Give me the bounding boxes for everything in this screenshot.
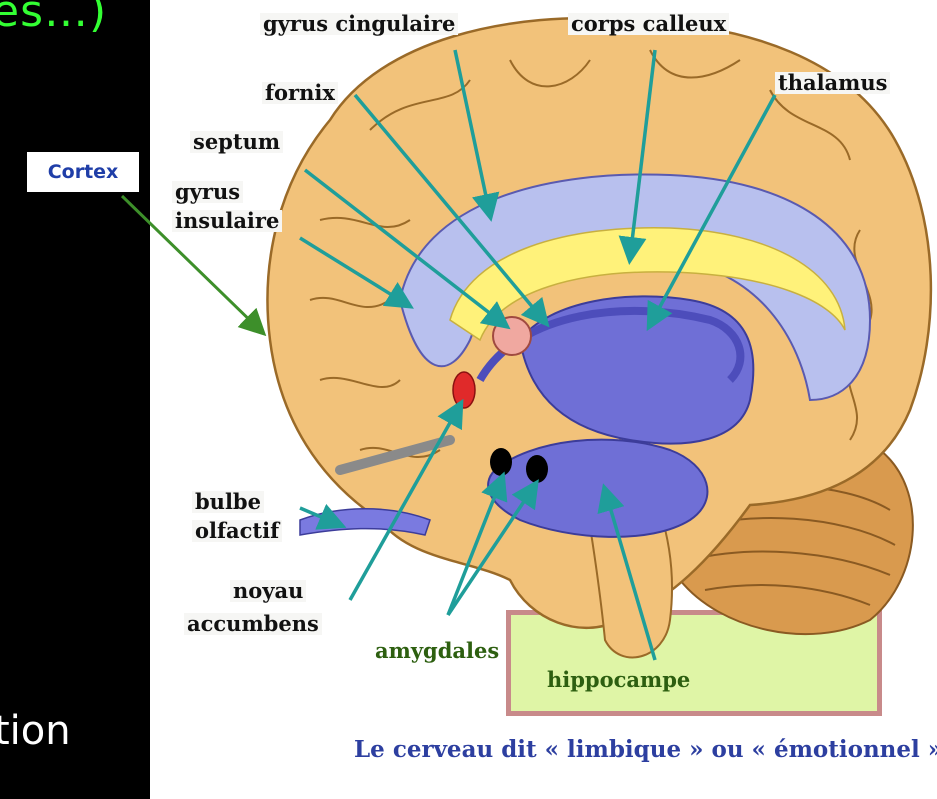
cortex-callout-arrow <box>0 0 937 799</box>
